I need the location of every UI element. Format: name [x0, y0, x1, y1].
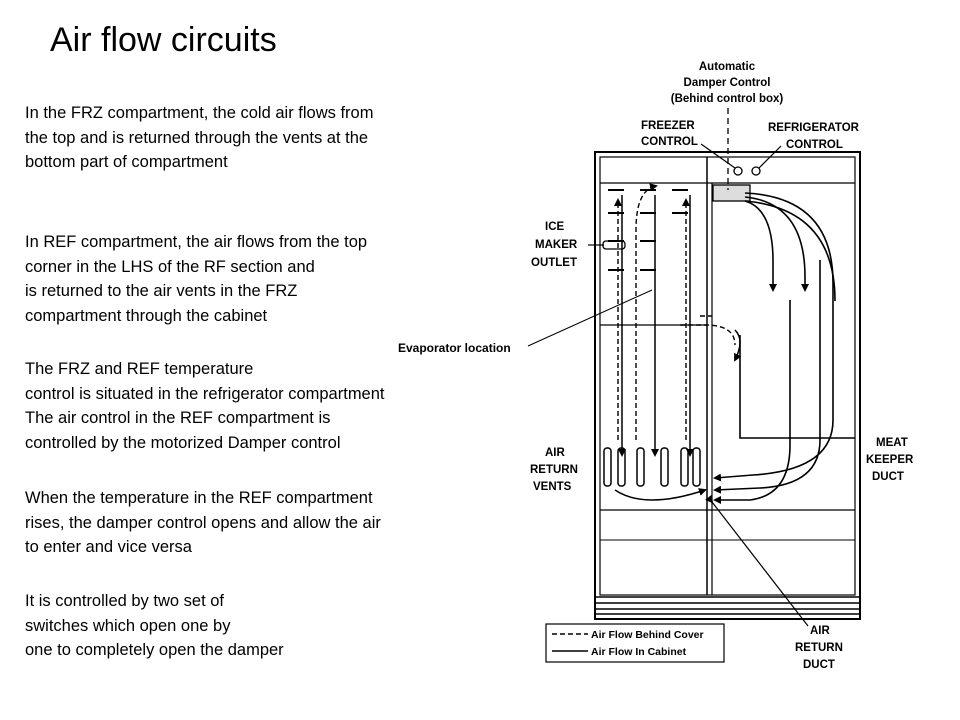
damper-paragraph: When the temperature in the REF compartm…: [25, 486, 381, 560]
evaporator-leader: [527, 289, 653, 347]
text-line: corner in the LHS of the RF section and: [25, 257, 315, 276]
freezer-airflow-solid: [618, 195, 742, 457]
evaporator-label: Evaporator location: [398, 341, 511, 355]
air-return-vents-label-3: VENTS: [533, 481, 572, 493]
meat-keeper-label-2: KEEPER: [866, 454, 914, 466]
text-line: The FRZ and REF temperature: [25, 360, 254, 378]
meat-keeper-label-3: DUCT: [872, 471, 904, 483]
air-return-duct-label-1: AIR: [810, 625, 831, 637]
legend: Air Flow Behind Cover Air Flow In Cabine…: [545, 623, 725, 663]
refrigerator-control-label-1: REFRIGERATOR: [768, 122, 860, 134]
text-line: In REF compartment, the air flows from t…: [25, 233, 368, 251]
freezer-airflow-dashed: [614, 183, 736, 440]
ref-paragraph: In REF compartment, the air flows from t…: [25, 230, 367, 328]
air-return-duct-label-3: DUCT: [803, 659, 835, 671]
text-line: controlled by the motorized Damper contr…: [25, 433, 341, 452]
air-return-vents: [603, 447, 707, 501]
freezer-control-label-2: CONTROL: [641, 136, 698, 148]
frz-paragraph: In the FRZ compartment, the cold air flo…: [25, 101, 373, 175]
legend-behind-cover: Air Flow Behind Cover: [591, 629, 704, 641]
control-paragraph: The FRZ and REF temperature control is s…: [25, 357, 385, 455]
air-return-duct-label-2: RETURN: [795, 642, 843, 654]
text-line: It is controlled by two set of: [25, 592, 225, 610]
refrigerator-airflow: [713, 192, 855, 504]
refrigerator-control-label-2: CONTROL: [786, 139, 843, 151]
auto-damper-label-2: Damper Control: [684, 77, 771, 89]
ice-maker-label-1: ICE: [545, 221, 565, 233]
air-return-vents-label-1: AIR: [545, 447, 566, 459]
text-line: control is situated in the refrigerator …: [25, 384, 385, 403]
refrigerator-control-leader: [758, 145, 782, 169]
text-line: one to completely open the damper: [25, 641, 284, 659]
freezer-control-label-1: FREEZER: [641, 120, 695, 132]
air-return-duct-leader: [705, 494, 809, 627]
text-line: is returned to the air vents in the FRZ: [25, 282, 298, 300]
text-line: rises, the damper control opens and allo…: [25, 513, 381, 532]
control-box: [712, 166, 761, 202]
text-line: the top and is returned through the vent…: [25, 128, 369, 147]
ice-maker-label-2: MAKER: [535, 239, 578, 251]
text-line: bottom part of compartment: [25, 153, 228, 171]
ice-maker-label-3: OUTLET: [531, 257, 577, 269]
text-line: to enter and vice versa: [25, 538, 192, 556]
meat-keeper-label-1: MEAT: [876, 437, 908, 449]
air-return-vents-label-2: RETURN: [530, 464, 578, 476]
freezer-control-leader: [700, 143, 736, 169]
freezer-shelves: [602, 189, 688, 271]
legend-in-cabinet: Air Flow In Cabinet: [591, 646, 687, 658]
text-line: switches which open one by: [25, 616, 231, 635]
text-line: In the FRZ compartment, the cold air flo…: [25, 104, 374, 122]
page-title: Air flow circuits: [50, 21, 277, 59]
auto-damper-label-3: (Behind control box): [671, 93, 784, 105]
auto-damper-label-1: Automatic: [699, 61, 756, 73]
text-line: When the temperature in the REF compartm…: [25, 489, 373, 507]
text-line: compartment through the cabinet: [25, 306, 268, 325]
switches-paragraph: It is controlled by two set of switches …: [25, 589, 284, 663]
text-line: The air control in the REF compartment i…: [25, 409, 331, 427]
